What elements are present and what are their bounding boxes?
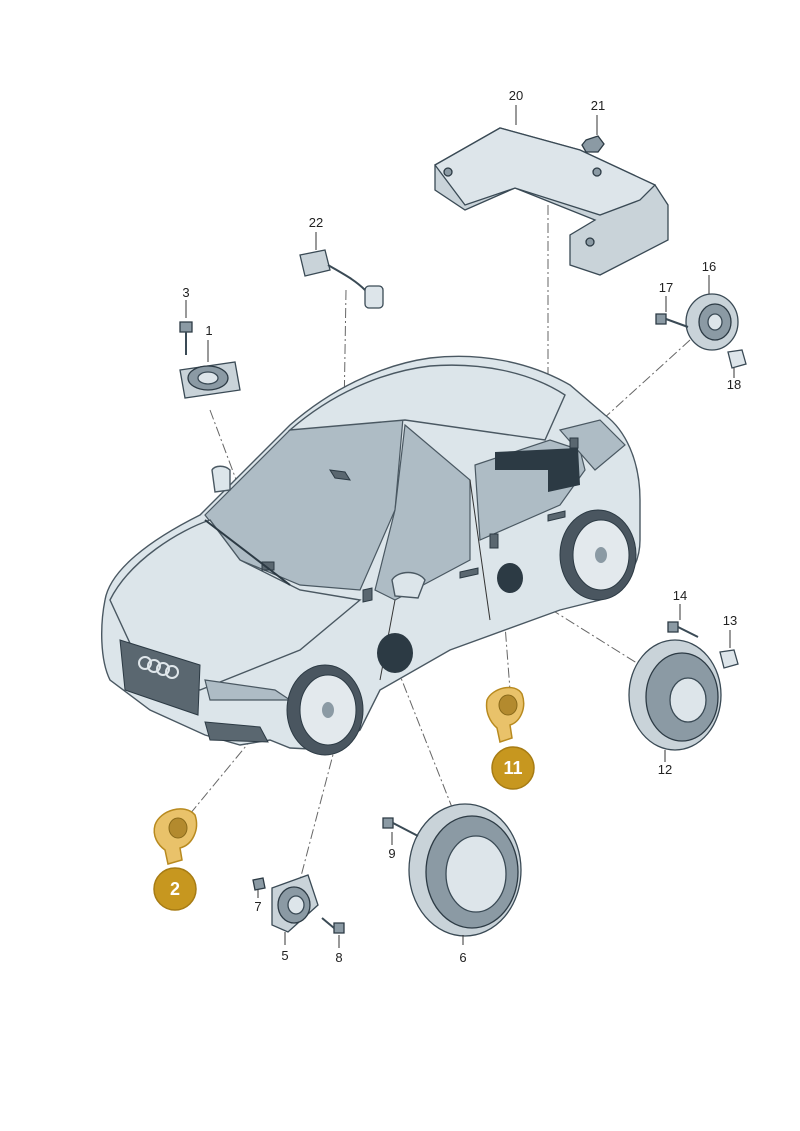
callout-14: 14 (673, 588, 687, 603)
amplifier-spot (495, 448, 580, 492)
callout-3: 3 (182, 285, 189, 300)
screw-17 (655, 296, 689, 328)
callout-6: 6 (459, 950, 466, 965)
front-wheel (286, 664, 364, 756)
callout-17: 17 (659, 280, 673, 295)
speaker-16 (685, 275, 739, 351)
callout-1: 1 (205, 323, 212, 338)
highlighted-part-2 (153, 808, 198, 865)
amplifier-unit (434, 105, 669, 276)
badge-2: 2 (153, 867, 197, 911)
callout-labels: 20 21 22 3 1 16 17 18 14 13 12 9 7 5 8 6 (182, 88, 741, 965)
callout-22: 22 (309, 215, 323, 230)
car-illustration (101, 355, 641, 756)
nut-21 (581, 115, 605, 153)
front-door-speaker-spot (377, 633, 413, 673)
badge-2-label: 2 (170, 879, 180, 899)
speaker-12 (628, 639, 722, 762)
callout-13: 13 (723, 613, 737, 628)
brand-rings (138, 656, 179, 679)
highlighted-part-11 (485, 686, 525, 743)
screw-8 (321, 917, 345, 948)
callout-7: 7 (254, 899, 261, 914)
rear-door-speaker-spot (497, 563, 523, 593)
microphone-22 (299, 232, 384, 309)
callout-21: 21 (591, 98, 605, 113)
connector-lines (184, 205, 691, 881)
callout-12: 12 (658, 762, 672, 777)
screw-14 (667, 604, 699, 638)
clip-18 (727, 349, 747, 378)
callout-20: 20 (509, 88, 523, 103)
callout-5: 5 (281, 948, 288, 963)
callout-8: 8 (335, 950, 342, 965)
speaker-6 (408, 803, 522, 945)
rear-wheel (559, 509, 637, 601)
tweeter-1 (179, 340, 241, 399)
speaker-5 (271, 874, 319, 945)
callout-16: 16 (702, 259, 716, 274)
callout-9: 9 (388, 846, 395, 861)
badge-11-label: 11 (503, 758, 522, 778)
screw-9 (382, 817, 419, 845)
callout-18: 18 (727, 377, 741, 392)
badge-11: 11 (491, 746, 535, 790)
clip-13 (719, 630, 739, 669)
clip-7 (252, 877, 266, 898)
screw-3 (179, 300, 193, 355)
